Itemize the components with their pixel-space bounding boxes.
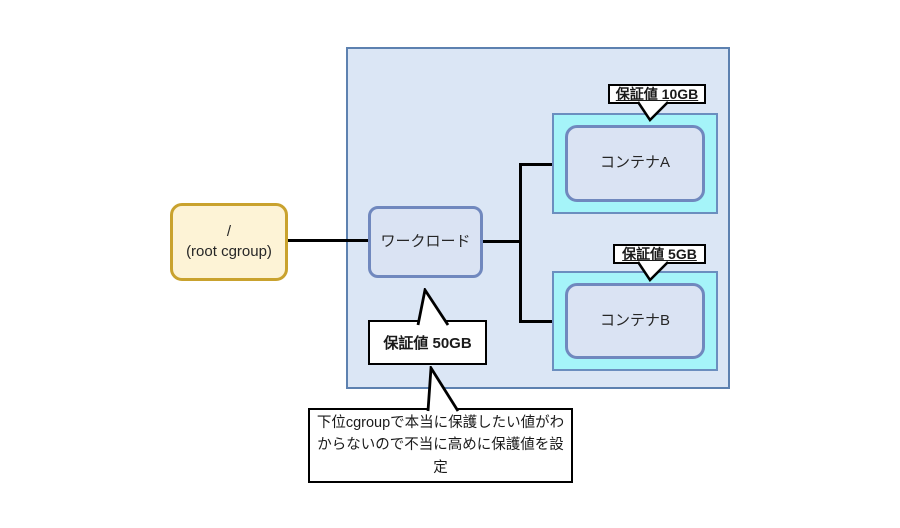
callout-guarantee-50gb: 保証値 50GB xyxy=(368,320,487,365)
workload-node: ワークロード xyxy=(368,206,483,278)
root-cgroup-node: / (root cgroup) xyxy=(170,203,288,281)
container-a-node: コンテナA xyxy=(565,125,705,202)
container-b-node: コンテナB xyxy=(565,283,705,359)
callout-guarantee-50gb-label: 保証値 50GB xyxy=(383,335,472,352)
callout-tail-5gb xyxy=(636,261,669,282)
note-box: 下位cgroupで本当に保護したい値がわからないので不当に高めに保護値を設定 xyxy=(308,408,573,483)
callout-guarantee-5gb-label: 保証値 5GB xyxy=(622,246,697,262)
note-text: 下位cgroupで本当に保護したい値がわからないので不当に高めに保護値を設定 xyxy=(316,414,565,476)
root-cgroup-label: (root cgroup) xyxy=(186,243,272,260)
connector-branch-container-a xyxy=(519,163,554,166)
container-a-label: コンテナA xyxy=(599,154,670,172)
connector-workload-to-junction xyxy=(482,240,522,243)
container-b-label: コンテナB xyxy=(599,311,670,329)
workload-label: ワークロード xyxy=(380,232,471,250)
callout-tail-10gb xyxy=(636,101,669,122)
callout-tail-50gb xyxy=(416,288,450,326)
root-cgroup-slash: / xyxy=(226,222,232,240)
callout-guarantee-10gb-label: 保証値 10GB xyxy=(615,86,699,102)
note-tail xyxy=(426,366,460,412)
connector-root-to-workload xyxy=(287,239,369,242)
connector-junction-vertical xyxy=(519,163,522,323)
connector-branch-container-b xyxy=(519,320,554,323)
